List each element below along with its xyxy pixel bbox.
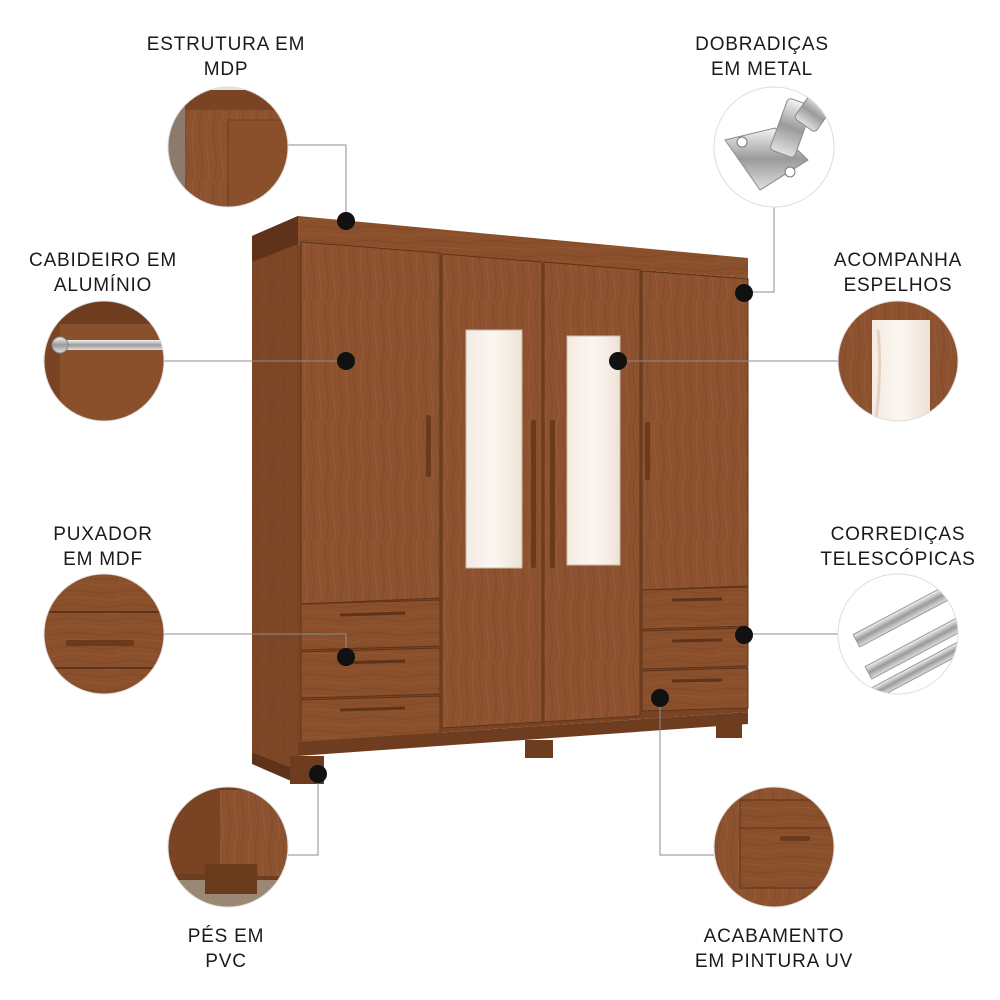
- thumbnail-cabideiro: [44, 301, 164, 421]
- thumbnail-dobradicas: [714, 87, 834, 207]
- thumbnail-puxador: [44, 574, 164, 694]
- drawer-right-1: [641, 586, 749, 630]
- door-handle: [426, 415, 431, 477]
- drawer-left-2: [300, 647, 441, 699]
- drawer-left-1: [300, 599, 441, 651]
- label-corredicas: CORREDIÇAS TELESCÓPICAS: [820, 524, 976, 570]
- door-1: [300, 241, 441, 605]
- foot: [525, 740, 553, 758]
- door-4: [641, 270, 749, 591]
- label-pes: PÉS EM PVC: [187, 926, 265, 972]
- label-dobradicas: DOBRADIÇAS EM METAL: [695, 34, 829, 80]
- label-espelhos: ACOMPANHA ESPELHOS: [833, 250, 963, 296]
- callout-dots: [309, 212, 753, 783]
- mirror-right: [566, 335, 621, 566]
- wardrobe: [252, 216, 749, 784]
- label-cabideiro: CABIDEIRO EM ALUMÍNIO: [29, 250, 177, 296]
- thumbnail-pes: [168, 787, 288, 907]
- drawer-right-2: [641, 627, 749, 670]
- thumbnail-espelhos: [838, 301, 958, 421]
- foot: [716, 722, 742, 738]
- label-estrutura: ESTRUTURA EM MDP: [146, 34, 306, 80]
- thumbnail-corredicas: [838, 574, 958, 694]
- top-panel: [298, 216, 748, 278]
- mirror-left: [465, 329, 523, 569]
- label-puxador: PUXADOR EM MDF: [53, 524, 153, 570]
- label-acabamento: ACABAMENTO EM PINTURA UV: [694, 926, 854, 972]
- base: [298, 712, 748, 756]
- thumbnail-estrutura: [168, 87, 288, 207]
- thumbnail-acabamento: [714, 787, 834, 907]
